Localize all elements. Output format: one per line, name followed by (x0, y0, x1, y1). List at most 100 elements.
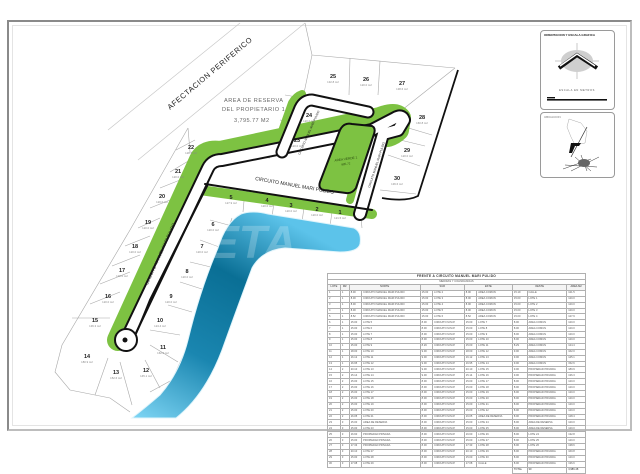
schedule-title: FRENTE A CIRCUITO MANUEL MARI PULIDO (327, 273, 586, 279)
lot-26: 26 (363, 77, 369, 83)
reserve-area-size: 3,795.77 M2 (234, 118, 270, 124)
svg-text:120.0 m2: 120.0 m2 (291, 144, 303, 148)
site-location-panel: UBICACION (540, 112, 615, 178)
lot-15: 15 (92, 318, 98, 324)
svg-text:120.0 m2: 120.0 m2 (156, 200, 168, 204)
svg-text:160.8 m2: 160.8 m2 (416, 121, 428, 125)
svg-text:120.0 m2: 120.0 m2 (285, 209, 297, 213)
total-label: TOTAL (511, 466, 528, 474)
svg-text:120.0 m2: 120.0 m2 (261, 204, 273, 208)
total-lots: 30 (526, 466, 568, 474)
east-boundary (381, 69, 459, 201)
lot-7: 7 (200, 244, 203, 250)
highway-boundary-lines (107, 22, 306, 161)
lot-27: 27 (399, 81, 405, 87)
schedule-total-row: TOTAL 30 3,986.48 (328, 466, 586, 474)
svg-text:120.0 m2: 120.0 m2 (207, 228, 219, 232)
reserve-area-line1: AREA DE RESERVA (224, 98, 284, 104)
lot-25: 25 (330, 74, 336, 80)
svg-text:120.0 m2: 120.0 m2 (196, 250, 208, 254)
orientation-panel-title: ORIENTACION Y ESCALA GRAFICA (544, 33, 596, 37)
svg-text:120.0 m2: 120.0 m2 (401, 154, 413, 158)
svg-text:120.0 m2: 120.0 m2 (360, 83, 372, 87)
lot-13: 13 (113, 370, 119, 376)
svg-text:124.4 m2: 124.4 m2 (154, 324, 166, 328)
lot-schedule: FRENTE A CIRCUITO MANUEL MARI PULIDO MED… (327, 273, 586, 474)
lot-16: 16 (105, 294, 111, 300)
lot-20: 20 (159, 194, 165, 200)
lot-labels: 1 2 3 4 5 6 7 8 9 10 11 12 13 14 15 16 1… (84, 74, 425, 376)
lot-1: 1 (338, 210, 341, 216)
svg-text:120.0 m2: 120.0 m2 (311, 213, 323, 217)
svg-text:120.0 m2: 120.0 m2 (165, 300, 177, 304)
svg-text:120.0 m2: 120.0 m2 (181, 275, 193, 279)
lot-23: 23 (294, 138, 300, 144)
svg-text:145.1 m2: 145.1 m2 (140, 374, 152, 378)
lot-22: 22 (188, 145, 194, 151)
lot-28: 28 (419, 115, 425, 121)
svg-text:ESCALA EN METROS: ESCALA EN METROS (559, 88, 595, 92)
circuit-road (114, 93, 411, 352)
total-area: 3,986.48 (566, 466, 586, 474)
lot-8: 8 (185, 269, 188, 275)
lot-12: 12 (143, 368, 149, 374)
green-area-parcel (318, 122, 376, 195)
lot-17: 17 (119, 268, 125, 274)
svg-text:121.5 m2: 121.5 m2 (334, 216, 346, 220)
lot-11: 11 (160, 345, 166, 351)
svg-text:152.6 m2: 152.6 m2 (110, 376, 122, 380)
lot-9: 9 (169, 294, 172, 300)
schedule-subtitle: MEDIDAS Y COLINDANCIAS (327, 279, 586, 284)
lot-19: 19 (145, 220, 151, 226)
lot-4: 4 (265, 198, 269, 204)
svg-text:120.0 m2: 120.0 m2 (129, 250, 141, 254)
svg-text:120.0 m2: 120.0 m2 (172, 175, 184, 179)
lot-30: 30 (394, 176, 400, 182)
svg-text:136.3 m2: 136.3 m2 (89, 324, 101, 328)
orientation-scale-panel: ORIENTACION Y ESCALA GRAFICA ESCALA EN M… (540, 30, 615, 110)
svg-text:120.0 m2: 120.0 m2 (102, 300, 114, 304)
watermark: ETA (208, 216, 297, 268)
lot-area-labels: 121.5 m2 120.0 m2 120.0 m2 120.0 m2 127.… (81, 80, 428, 380)
svg-text:127.9 m2: 127.9 m2 (225, 201, 237, 205)
svg-text:128.4 m2: 128.4 m2 (185, 151, 197, 155)
lot-29: 29 (404, 148, 410, 154)
north-arrow-icon: ESCALA EN METROS (547, 43, 607, 101)
lot-5: 5 (229, 195, 232, 201)
svg-text:136.6 m2: 136.6 m2 (391, 182, 403, 186)
lot-3: 3 (289, 203, 292, 209)
lot-24: 24 (306, 113, 313, 119)
green-area-size: 985.72 (341, 161, 351, 166)
sheet-inner-border (12, 25, 627, 426)
svg-text:162.0 m2: 162.0 m2 (157, 351, 169, 355)
svg-text:180.9 m2: 180.9 m2 (81, 360, 93, 364)
lot-14: 14 (84, 354, 91, 360)
svg-text:132.8 m2: 132.8 m2 (327, 80, 339, 84)
reserve-area-line2: DEL PROPIETARIO 1 (222, 107, 285, 113)
lot-21: 21 (175, 169, 181, 175)
site-panel-title: UBICACION (544, 115, 561, 119)
svg-text:120.0 m2: 120.0 m2 (303, 119, 315, 123)
lot-2: 2 (315, 207, 318, 213)
lot-6: 6 (211, 222, 214, 228)
lot-18: 18 (132, 244, 138, 250)
subdivision-map: ETA AREA VERDE 1 985.72 CIRCUITO MANUEL … (54, 22, 459, 419)
svg-text:120.0 m2: 120.0 m2 (142, 226, 154, 230)
scale-bar (547, 99, 607, 101)
lake (130, 211, 361, 419)
green-area-label: AREA VERDE 1 (334, 155, 358, 162)
svg-text:138.6 m2: 138.6 m2 (396, 87, 408, 91)
lot-10: 10 (157, 318, 163, 324)
